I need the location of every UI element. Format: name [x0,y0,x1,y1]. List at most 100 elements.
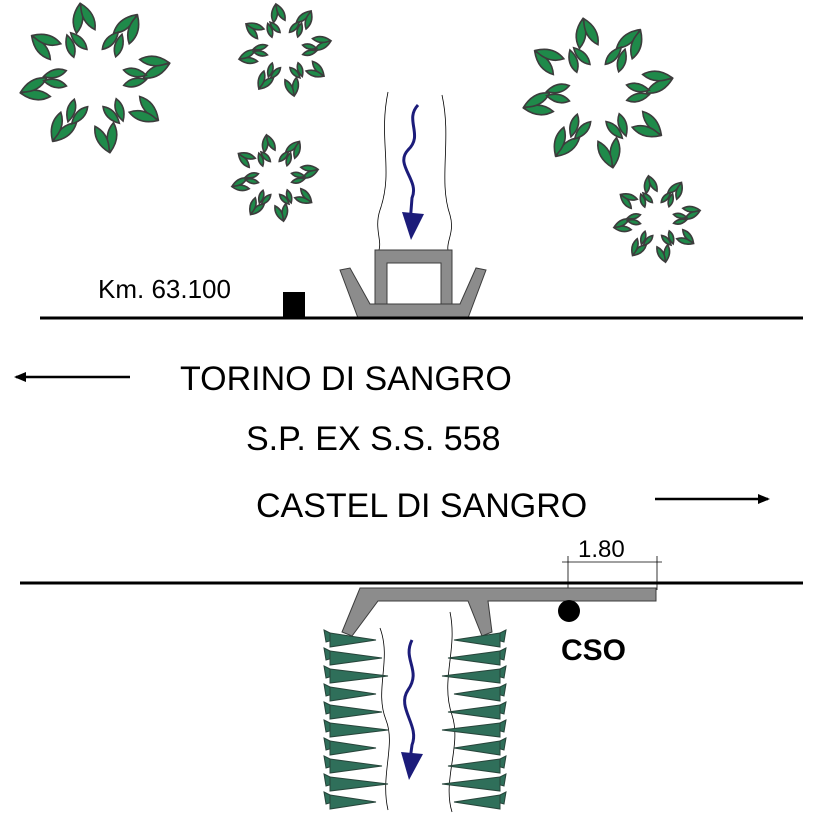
reed-blade [329,632,377,648]
reed-icon [453,629,507,648]
reed-icon [323,683,377,702]
leaf [681,205,702,213]
tree-icon [230,133,320,223]
leaf [30,35,52,61]
leaf [615,28,641,50]
leaf [285,188,293,205]
leaf [65,33,76,59]
leaf [296,21,304,39]
leaf [251,49,269,57]
reed-icon [323,647,383,666]
leaf [605,120,624,140]
leaf [296,61,304,78]
leaf [269,66,282,80]
leaf [122,77,148,88]
leaf [127,109,160,123]
leaf [672,212,689,220]
leaf [260,193,272,206]
leaf [69,31,88,51]
outfall-label: CSO [561,634,626,667]
leaf [625,82,651,93]
water-flow-arrowhead [402,212,424,240]
leaf [625,213,642,220]
reed-icon [447,701,507,720]
leaf [639,229,647,246]
stream-bank-left [379,627,390,811]
leaf [625,218,642,226]
leaf [597,140,614,169]
leaf [230,177,249,187]
leaf [660,191,672,204]
leaf [641,70,674,82]
leaf [545,93,571,104]
leaf [142,62,171,79]
leaf [575,17,587,50]
leaf [572,46,591,66]
leaf [138,55,171,67]
leaf [259,150,272,163]
reed-icon [447,755,507,774]
stream-bank-right [441,94,452,251]
width-dimension: 1.80 [562,536,662,590]
leaf [288,66,302,79]
leaf [301,49,319,57]
leaf [290,177,307,184]
leaf [274,204,284,223]
water-flow-arrow-icon [402,103,420,225]
leaf [70,105,89,125]
reed-icon [323,755,383,774]
leaf [72,2,84,35]
leaf [50,110,64,143]
reed-blade [447,650,501,666]
reed-blade [453,794,501,810]
leaf [266,61,274,79]
leaf [257,188,265,205]
leaf [672,218,689,225]
km-marker-label: Km. 63.100 [98,274,231,304]
leaf [52,121,78,143]
leaf [304,69,326,78]
road-name-label: S.P. EX S.S. 558 [246,420,501,458]
reed-icon [323,737,377,756]
leaf [642,234,654,247]
leaf [19,77,48,94]
leaf [113,32,124,59]
north-headwall [339,267,487,319]
leaf [42,78,68,89]
water-flow-arrowhead [401,752,423,780]
reed-group [323,629,507,810]
reed-blade [447,758,501,774]
leaf [629,28,643,61]
upstream-stream [377,91,452,251]
leaf [616,47,627,74]
reed-blade [329,650,383,666]
leaf [257,69,266,91]
leaf [675,181,683,201]
west-destination-label: TORINO DI SANGRO [180,360,512,398]
leaf [304,9,313,31]
leaf [569,112,580,139]
stream-bank-right [447,611,456,813]
reed-blade [329,668,389,684]
leaf [290,171,307,179]
leaf [293,196,313,204]
leaf [522,92,551,109]
leaf [106,121,118,154]
leaf [284,78,295,98]
leaf [268,21,282,34]
reed-icon [323,773,389,792]
reed-icon [453,791,507,810]
tree-group [19,2,702,264]
leaf [553,125,567,158]
leaf [568,48,579,74]
leaf [645,77,674,94]
leaf [285,151,293,168]
leaf [244,22,266,31]
reed-icon [453,737,507,756]
kilometer-marker [283,292,305,317]
reed-blade [329,704,383,720]
leaf [604,46,623,66]
leaf [675,237,695,245]
leaf [251,43,269,51]
leaf [648,174,658,193]
